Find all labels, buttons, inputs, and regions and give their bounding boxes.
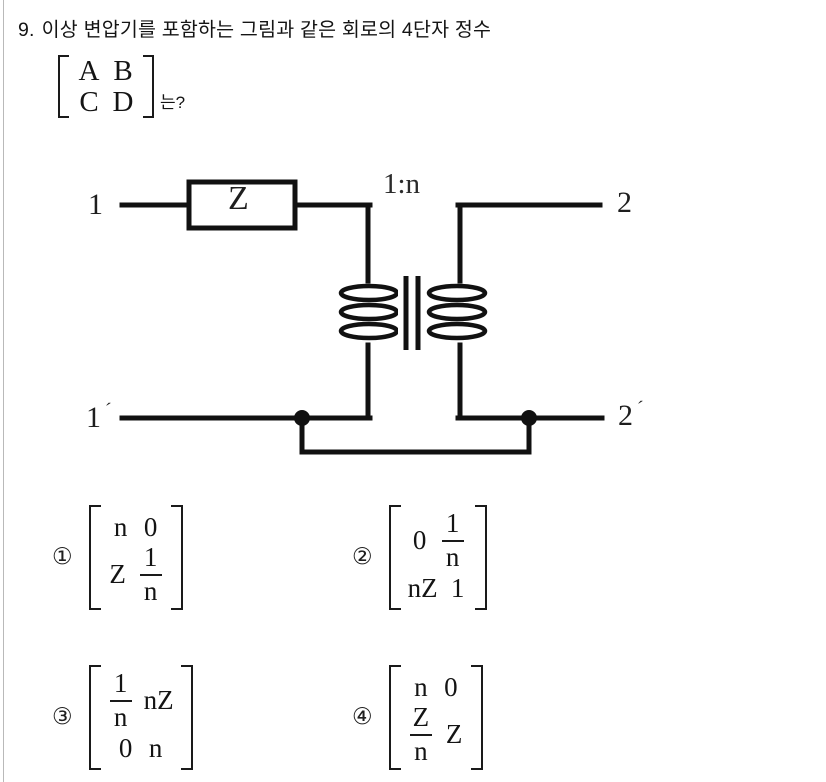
matrix-cell: nZ (407, 573, 438, 604)
bracket-right-icon (474, 505, 487, 611)
fraction-numerator: 1 (143, 542, 158, 572)
matrix-row: C D (72, 85, 140, 118)
fraction-bar (139, 573, 162, 576)
impedance-label: Z (228, 180, 249, 217)
matrix-cell: D (112, 85, 134, 118)
matrix-cell: n (113, 511, 128, 542)
terminal-label-1-prime-base: 1 (86, 401, 101, 434)
transformer-core (403, 276, 421, 350)
fraction-denominator: n (143, 575, 158, 606)
option-marker-2: ② (352, 544, 373, 571)
matrix-cell: 1 (450, 573, 465, 604)
transformer-core-bars (403, 276, 421, 350)
matrix-cell: B (113, 55, 133, 87)
matrix-cell: 0 (118, 733, 133, 764)
terminal-label-1-prime: 1´ (86, 400, 110, 435)
terminal-label-1: 1 (88, 188, 103, 221)
question-matrix-row: A B C D 는? (58, 55, 186, 119)
abcd-matrix-body: A B C D (69, 55, 143, 118)
question-number: 9. (18, 19, 35, 41)
turns-ratio-label: 1:n (383, 168, 421, 200)
terminal-label-2: 2 (617, 186, 632, 219)
fraction-bar (109, 699, 132, 702)
matrix-cell: n (414, 671, 428, 702)
fraction-bar (441, 539, 464, 542)
matrix-cell: n (148, 733, 163, 764)
fraction-numerator: Z (412, 702, 430, 732)
junction-dot-right (521, 410, 537, 426)
question-stem: 9. 이상 변압기를 포함하는 그림과 같은 회로의 4단자 정수 (18, 13, 491, 42)
matrix-cell: 0 (412, 525, 427, 556)
question-suffix: 는? (160, 93, 186, 113)
matrix-row: A B (72, 56, 140, 87)
bracket-left-icon (58, 55, 69, 119)
fraction-bar (409, 733, 433, 736)
terminal-label-2-prime: 2´ (618, 398, 642, 433)
question-text: 이상 변압기를 포함하는 그림과 같은 회로의 4단자 정수 (41, 19, 492, 41)
prime-mark-icon: ´ (636, 398, 643, 419)
bracket-left-icon (388, 665, 401, 771)
matrix-cell: nZ (143, 685, 174, 716)
matrix-cell: C (79, 85, 99, 118)
fraction-numerator: 1 (445, 508, 460, 538)
bracket-right-icon (143, 55, 154, 119)
option-marker-1: ① (52, 544, 73, 571)
matrix-cell: 0 (143, 511, 158, 542)
secondary-winding (426, 283, 488, 341)
matrix-cell: A (78, 55, 100, 87)
option-marker-4: ④ (352, 704, 373, 731)
option-marker-3: ③ (52, 704, 73, 731)
fraction-denominator: n (414, 735, 428, 766)
prime-mark-icon: ´ (104, 400, 111, 421)
core-gap-mask (398, 270, 426, 354)
bracket-right-icon (180, 665, 193, 771)
matrix-cell: Z (109, 559, 126, 590)
page-left-rule (3, 0, 4, 782)
matrix-cell: Z (445, 719, 463, 750)
fraction-denominator: n (113, 701, 128, 732)
abcd-matrix: A B C D (58, 55, 154, 119)
bracket-right-icon (471, 665, 484, 771)
bracket-right-icon (170, 505, 183, 611)
primary-winding (338, 283, 400, 341)
fraction-denominator: n (445, 541, 460, 572)
bracket-left-icon (88, 665, 101, 771)
matrix-row: nZ 1 (403, 571, 473, 605)
wire-common-return (299, 415, 532, 455)
matrix-cell: 0 (444, 671, 458, 702)
bracket-left-icon (88, 505, 101, 611)
terminal-label-2-prime-base: 2 (618, 399, 633, 432)
junction-dot-left (294, 410, 310, 426)
bracket-left-icon (388, 505, 401, 611)
fraction-numerator: 1 (113, 668, 128, 698)
